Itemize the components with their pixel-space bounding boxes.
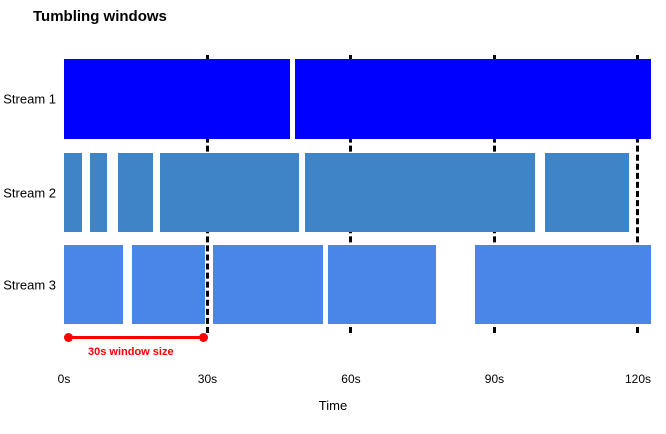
x-axis-label: Time (318, 398, 348, 413)
activity-bar-stream-2 (118, 153, 153, 232)
activity-bar-stream-3 (474, 245, 651, 324)
annotation-text: 30s window size (88, 346, 174, 358)
x-tick-120s: 120s (624, 372, 651, 386)
row-label-stream-3: Stream 3 (3, 277, 56, 292)
activity-bar-stream-2 (64, 153, 83, 232)
activity-bar-stream-2 (545, 153, 629, 232)
row-label-stream-1: Stream 1 (3, 91, 56, 107)
x-tick-0s: 0s (57, 372, 71, 386)
activity-bar-stream-3 (131, 245, 206, 324)
annotation-arrow-line (66, 336, 206, 339)
activity-bar-stream-2 (89, 153, 108, 232)
activity-bar-stream-1 (64, 59, 290, 139)
row-label-stream-2: Stream 2 (3, 185, 56, 200)
x-tick-30s: 30s (197, 372, 218, 386)
x-tick-90s: 90s (484, 372, 505, 386)
activity-bar-stream-2 (160, 153, 299, 232)
activity-bar-stream-1 (295, 59, 651, 139)
activity-bar-stream-3 (213, 245, 324, 324)
activity-bar-stream-3 (328, 245, 437, 324)
annotation-arrow-left-dot (64, 333, 73, 342)
activity-bar-stream-2 (305, 153, 536, 232)
x-tick-60s: 60s (341, 372, 361, 386)
window-boundary-line (636, 55, 640, 333)
annotation-arrow-right-dot (198, 333, 208, 342)
chart-title: Tumbling windows (33, 8, 167, 25)
activity-bar-stream-3 (64, 245, 123, 324)
